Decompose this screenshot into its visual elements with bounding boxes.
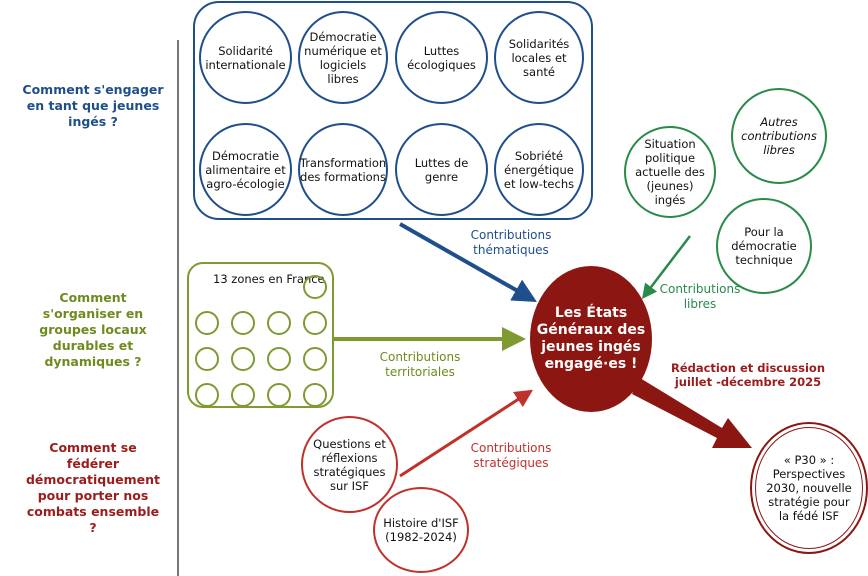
arrow-to-p30 bbox=[632, 378, 752, 448]
theme-luttes-genre: Luttes de genre bbox=[395, 123, 488, 216]
zones-label: 13 zones en France bbox=[213, 272, 325, 286]
theme-sobriete-energetique: Sobriété énergétique et low-techs bbox=[494, 123, 584, 216]
zone-circle bbox=[267, 347, 291, 371]
theme-solidarites-locales: Solidarités locales et santé bbox=[494, 11, 584, 104]
contribution-democratie-technique: Pour la démocratie technique bbox=[716, 198, 812, 294]
zone-circle bbox=[231, 347, 255, 371]
zone-circle bbox=[267, 383, 291, 407]
label-contributions-libres: Contributions libres bbox=[659, 282, 741, 311]
zone-circle bbox=[267, 311, 291, 335]
p30-strategy: « P30 » : Perspectives 2030, nouvelle st… bbox=[755, 427, 863, 549]
zone-circle bbox=[303, 311, 327, 335]
strategic-histoire: Histoire d'ISF (1982-2024) bbox=[373, 487, 469, 573]
zone-circle bbox=[195, 347, 219, 371]
zone-circle bbox=[303, 383, 327, 407]
theme-luttes-ecologiques: Luttes écologiques bbox=[395, 11, 488, 104]
redaction-label: Rédaction et discussion juillet -décembr… bbox=[670, 361, 826, 389]
zones-box bbox=[187, 262, 334, 408]
etats-generaux-center: Les États Généraux des jeunes ingés enga… bbox=[530, 266, 652, 412]
p30-outer-ring bbox=[750, 422, 868, 554]
label-contributions-strategiques: Contributions stratégiques bbox=[470, 441, 552, 470]
arrow-strategiques bbox=[399, 389, 534, 478]
arrow-libres bbox=[641, 235, 691, 299]
question-organisation: Comment s'organiser en groupes locaux du… bbox=[39, 290, 147, 369]
strategic-questions: Questions et réflexions stratégiques sur… bbox=[301, 416, 398, 513]
vertical-divider bbox=[177, 40, 179, 576]
theme-democratie-numerique: Démocratie numérique et logiciels libres bbox=[298, 11, 388, 104]
theme-democratie-alimentaire: Démocratie alimentaire et agro-écologie bbox=[199, 123, 292, 216]
contribution-autres: Autres contributions libres bbox=[731, 88, 827, 184]
zone-circle bbox=[303, 275, 327, 299]
question-federation: Comment se fédérer démocratiquement pour… bbox=[25, 440, 160, 535]
theme-transformation-formations: Transformation des formations bbox=[298, 123, 388, 216]
question-engagement: Comment s'engager en tant que jeunes ing… bbox=[22, 82, 164, 129]
label-contributions-thematiques: Contributions thématiques bbox=[470, 228, 552, 257]
zone-circle bbox=[303, 347, 327, 371]
zone-circle bbox=[231, 311, 255, 335]
theme-solidarite-internationale: Solidarité internationale bbox=[199, 11, 292, 104]
thematic-box bbox=[193, 1, 593, 220]
zone-circle bbox=[195, 311, 219, 335]
contribution-situation-politique: Situation politique actuelle des (jeunes… bbox=[624, 126, 716, 218]
label-contributions-territoriales: Contributions territoriales bbox=[379, 350, 461, 379]
arrow-thematiques bbox=[399, 222, 537, 302]
zone-circle bbox=[231, 383, 255, 407]
zone-circle bbox=[195, 383, 219, 407]
